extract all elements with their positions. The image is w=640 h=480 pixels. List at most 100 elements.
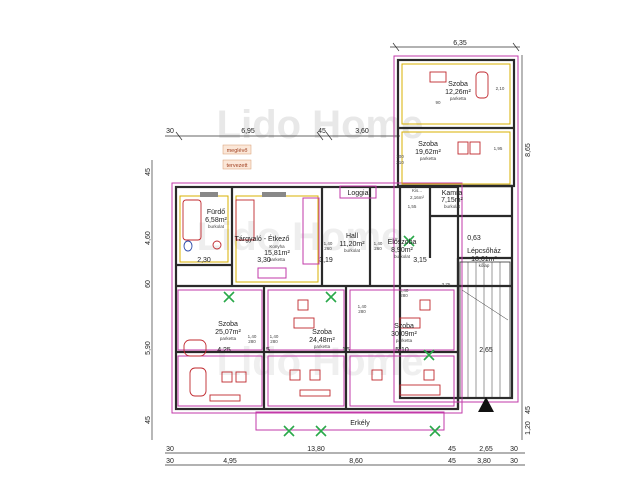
svg-text:30: 30 <box>510 446 518 453</box>
svg-text:30: 30 <box>166 128 174 135</box>
svg-text:280: 280 <box>400 293 408 298</box>
svg-text:burkolat: burkolat <box>394 254 411 259</box>
legend: meglévő tervezett <box>222 144 252 170</box>
svg-text:30,09m²: 30,09m² <box>391 331 417 338</box>
svg-text:2,10: 2,10 <box>496 86 505 91</box>
svg-text:5,10: 5,10 <box>395 347 409 354</box>
svg-text:3,75: 3,75 <box>442 282 451 287</box>
room-targyalo: Tárgyaló - Étkező Konyha 15,81m² parkett… <box>235 234 291 262</box>
room-szoba-4: Szoba 24,48m² parketta <box>309 329 335 349</box>
svg-text:4,25: 4,25 <box>217 347 231 354</box>
svg-text:burkolat: burkolat <box>344 248 361 253</box>
svg-text:6,58m²: 6,58m² <box>205 217 227 224</box>
svg-text:3,60: 3,60 <box>355 128 369 135</box>
svg-text:Előszoba: Előszoba <box>388 239 417 246</box>
svg-text:1,40: 1,40 <box>270 334 279 339</box>
svg-text:8,90m²: 8,90m² <box>391 247 413 254</box>
svg-text:100: 100 <box>396 154 404 159</box>
svg-text:2,65: 2,65 <box>479 347 493 354</box>
erkely-label: Erkély <box>350 420 370 427</box>
svg-text:30: 30 <box>166 446 174 453</box>
loggia-label: Loggia <box>347 190 368 197</box>
svg-text:30: 30 <box>510 458 518 465</box>
svg-text:parketta: parketta <box>420 156 437 161</box>
watermark: Lido Home <box>217 103 424 147</box>
svg-text:6,95: 6,95 <box>241 128 255 135</box>
svg-text:45: 45 <box>448 458 456 465</box>
svg-text:4,95: 4,95 <box>223 458 237 465</box>
svg-text:45: 45 <box>318 128 326 135</box>
dim-right: 8,65 45 1,20 <box>521 55 532 440</box>
svg-text:parketta: parketta <box>314 344 331 349</box>
svg-text:60: 60 <box>145 280 152 288</box>
plants <box>223 235 441 437</box>
svg-text:parketta: parketta <box>450 96 467 101</box>
svg-text:11,20m²: 11,20m² <box>339 241 365 248</box>
svg-text:280: 280 <box>358 309 366 314</box>
room-eloszoba: Előszoba 8,90m² burkolat <box>388 239 417 259</box>
svg-text:Tárgyaló - Étkező: Tárgyaló - Étkező <box>235 234 290 243</box>
svg-text:Fürdő: Fürdő <box>207 209 225 216</box>
room-szoba-1: Szoba 12,26m² parketta <box>445 81 471 101</box>
svg-text:parketta: parketta <box>269 257 286 262</box>
svg-text:Szoba: Szoba <box>312 329 332 336</box>
svg-text:3,30: 3,30 <box>257 257 271 264</box>
furniture <box>183 71 489 402</box>
svg-text:Szoba: Szoba <box>418 141 438 148</box>
outlines <box>171 55 519 431</box>
svg-text:30: 30 <box>166 458 174 465</box>
dim-bottom-2: 30 4,95 8,60 45 3,80 30 <box>165 458 525 466</box>
svg-text:45: 45 <box>525 406 532 414</box>
bathroom-fixtures <box>182 199 255 252</box>
svg-text:6,35: 6,35 <box>453 40 467 47</box>
svg-text:0,63: 0,63 <box>467 235 481 242</box>
legend-existing: meglévő <box>227 148 248 154</box>
staircase <box>459 261 511 412</box>
svg-text:25,07m²: 25,07m² <box>215 329 241 336</box>
north-arrow-icon <box>478 397 494 412</box>
dim-left: 45 4,60 60 5,90 45 <box>145 160 153 440</box>
svg-text:1,40: 1,40 <box>358 304 367 309</box>
room-lepcsohaz: Lépcsőház 18,61m² kőlap <box>467 248 501 268</box>
svg-text:24,48m²: 24,48m² <box>309 337 335 344</box>
svg-text:Kamra: Kamra <box>442 190 463 197</box>
room-hall: Hall 11,20m² burkolat <box>339 233 365 253</box>
dim-top: 6,35 <box>390 40 520 52</box>
svg-text:2,16m²: 2,16m² <box>410 195 425 200</box>
svg-text:15: 15 <box>342 347 350 354</box>
svg-text:2,30: 2,30 <box>197 257 211 264</box>
svg-text:4,60: 4,60 <box>145 231 152 245</box>
svg-text:1,40: 1,40 <box>400 288 409 293</box>
dim-row-upper: 30 6,95 45 3,60 <box>165 128 400 141</box>
svg-text:280: 280 <box>270 339 278 344</box>
room-furdo: Fürdő 6,58m² burkolat <box>205 209 227 229</box>
svg-text:3,15: 3,15 <box>413 257 427 264</box>
dim-bottom-1: 30 13,80 45 2,65 30 <box>165 446 525 454</box>
svg-text:burkolat: burkolat <box>208 224 225 229</box>
svg-text:1,55: 1,55 <box>408 204 417 209</box>
room-szoba-3: Szoba 25,07m² parketta <box>215 321 241 341</box>
svg-text:15: 15 <box>262 347 270 354</box>
inner-dims: 2,30 3,30 3,19 3,15 4,25 15 15 5,10 2,65… <box>197 86 505 354</box>
svg-text:Lépcsőház: Lépcsőház <box>467 248 501 255</box>
svg-text:45: 45 <box>145 416 152 424</box>
room-szoba-2: Szoba 19,62m² parketta <box>415 141 441 161</box>
svg-text:kőlap: kőlap <box>479 263 490 268</box>
svg-text:parketta: parketta <box>220 336 237 341</box>
room-kamra: Kamra 7,15m² burkolat <box>441 190 463 209</box>
svg-text:13,80: 13,80 <box>307 446 325 453</box>
legend-planned: tervezett <box>226 163 248 169</box>
svg-text:1,40: 1,40 <box>248 334 257 339</box>
svg-text:260: 260 <box>324 246 332 251</box>
svg-text:3,80: 3,80 <box>477 458 491 465</box>
svg-text:1,20: 1,20 <box>525 421 532 435</box>
svg-text:7,15m²: 7,15m² <box>441 197 463 204</box>
svg-text:8,60: 8,60 <box>349 458 363 465</box>
svg-text:45: 45 <box>145 168 152 176</box>
svg-text:1,40: 1,40 <box>374 241 383 246</box>
svg-text:8,65: 8,65 <box>525 143 532 157</box>
svg-text:1,95: 1,95 <box>494 146 503 151</box>
room-szoba-5: Szoba 30,09m² parketta <box>391 323 417 343</box>
svg-text:Konyha: Konyha <box>269 244 285 249</box>
